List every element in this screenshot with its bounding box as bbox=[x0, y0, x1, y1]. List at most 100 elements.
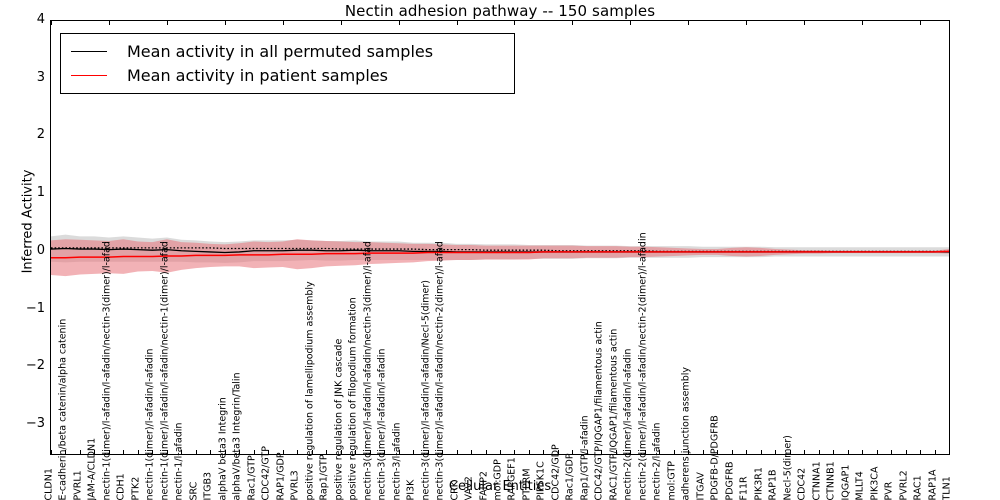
x-tick-mark bbox=[239, 450, 241, 455]
x-tick-mark bbox=[934, 450, 936, 455]
x-tick-mark bbox=[688, 450, 690, 455]
x-tick-mark bbox=[514, 450, 516, 455]
x-tick-mark bbox=[659, 450, 661, 455]
x-tick-label: E-cadherin/beta catenin/alpha catenin bbox=[57, 318, 69, 500]
legend-item: Mean activity in all permuted samples bbox=[71, 39, 502, 63]
x-tick-mark bbox=[210, 450, 212, 455]
x-tick-mark bbox=[514, 20, 516, 25]
x-tick-mark bbox=[398, 20, 400, 25]
x-tick-mark bbox=[166, 450, 168, 455]
x-tick-mark bbox=[297, 450, 299, 455]
x-tick-mark bbox=[644, 450, 646, 455]
y-axis-label: Inferred Activity bbox=[20, 169, 36, 274]
x-tick-mark bbox=[862, 450, 864, 455]
x-tick-label: CDC42/GTP/IQGAP1/filamentous actin bbox=[593, 320, 605, 500]
x-tick-mark bbox=[775, 450, 777, 455]
x-tick-label: positive regulation of filopodium format… bbox=[347, 296, 359, 500]
x-tick-mark bbox=[427, 450, 429, 455]
y-tick-label: −3 bbox=[25, 416, 45, 432]
x-tick-mark bbox=[673, 450, 675, 455]
x-tick-label: nectin-1(dimer)/l-afadin/l-afadin/nectin… bbox=[159, 240, 171, 500]
x-tick-mark bbox=[181, 450, 183, 455]
x-tick-mark bbox=[528, 450, 530, 455]
x-tick-mark bbox=[108, 450, 110, 455]
legend-line-icon bbox=[71, 74, 107, 76]
x-axis-label: Cellular Entities bbox=[448, 479, 552, 494]
x-tick-mark bbox=[79, 450, 81, 455]
legend: Mean activity in all permuted samples Me… bbox=[60, 33, 515, 94]
x-tick-mark bbox=[760, 450, 762, 455]
x-tick-mark bbox=[818, 450, 820, 455]
x-tick-mark bbox=[557, 450, 559, 455]
x-tick-label: nectin-1(dimer)/l-afadin/l-afadin bbox=[144, 348, 156, 500]
x-tick-mark bbox=[905, 450, 907, 455]
x-tick-mark bbox=[746, 450, 748, 455]
x-tick-mark bbox=[876, 450, 878, 455]
x-tick-mark bbox=[847, 450, 849, 455]
x-tick-mark bbox=[804, 450, 806, 455]
x-tick-mark bbox=[51, 20, 52, 25]
x-tick-mark bbox=[688, 20, 690, 25]
x-tick-mark bbox=[804, 20, 806, 25]
x-tick-mark bbox=[253, 450, 255, 455]
x-tick-label: nectin-2(dimer)/l-afadin/l-afadin/nectin… bbox=[637, 231, 649, 500]
x-tick-mark bbox=[949, 450, 950, 455]
x-tick-label: positive regulation of lamellipodium ass… bbox=[304, 280, 316, 500]
page-title: Nectin adhesion pathway -- 150 samples bbox=[344, 2, 656, 20]
x-tick-mark bbox=[862, 20, 864, 25]
x-tick-label: nectin-1(dimer)/l-afadin/l-afadin/nectin… bbox=[101, 240, 113, 500]
x-tick-mark bbox=[833, 450, 835, 455]
x-tick-mark bbox=[485, 450, 487, 455]
y-tick-label: 1 bbox=[36, 185, 45, 201]
x-tick-mark bbox=[326, 450, 328, 455]
y-tick-label: 2 bbox=[36, 127, 45, 143]
x-tick-label: nectin-3(dimer)/l-afadin/l-afadin/nectin… bbox=[434, 240, 446, 500]
x-tick-mark bbox=[152, 450, 154, 455]
patient-mean-line bbox=[51, 250, 949, 259]
x-tick-mark bbox=[615, 450, 617, 455]
x-tick-mark bbox=[543, 450, 545, 455]
x-tick-mark bbox=[340, 450, 342, 455]
x-tick-mark bbox=[282, 20, 284, 25]
x-tick-mark bbox=[369, 450, 371, 455]
x-tick-label: positive regulation of JNK cascade bbox=[333, 338, 345, 500]
x-tick-mark bbox=[746, 20, 748, 25]
x-tick-mark bbox=[456, 20, 458, 25]
x-tick-mark bbox=[630, 20, 632, 25]
y-tick-label: −2 bbox=[25, 358, 45, 374]
x-tick-mark bbox=[500, 450, 501, 455]
x-tick-mark bbox=[51, 450, 52, 455]
x-tick-mark bbox=[572, 20, 574, 25]
x-tick-mark bbox=[717, 450, 719, 455]
x-tick-mark bbox=[731, 450, 733, 455]
x-tick-mark bbox=[94, 450, 96, 455]
x-tick-mark bbox=[355, 450, 357, 455]
plot-svg bbox=[51, 234, 949, 277]
legend-label: Mean activity in patient samples bbox=[127, 65, 388, 85]
x-tick-mark bbox=[195, 450, 197, 455]
x-tick-mark bbox=[586, 450, 588, 455]
x-tick-label: nectin-3(dimer)/l-afadin/l-afadin/nectin… bbox=[362, 240, 374, 500]
legend-label: Mean activity in all permuted samples bbox=[127, 41, 434, 61]
y-tick-label: −1 bbox=[25, 300, 45, 316]
y-tick-label: 0 bbox=[36, 242, 45, 258]
x-tick-mark bbox=[166, 20, 168, 25]
x-tick-mark bbox=[456, 450, 458, 455]
x-tick-mark bbox=[920, 20, 922, 25]
x-tick-mark bbox=[471, 450, 473, 455]
x-tick-mark bbox=[137, 450, 139, 455]
x-tick-mark bbox=[789, 450, 791, 455]
x-tick-mark bbox=[282, 450, 284, 455]
legend-line-icon bbox=[71, 50, 107, 52]
x-tick-mark bbox=[340, 20, 342, 25]
y-tick-label: 4 bbox=[36, 12, 45, 27]
x-tick-label: nectin-2(dimer)/l-afadin/l-afadin bbox=[622, 348, 634, 500]
x-tick-mark bbox=[311, 450, 313, 455]
x-tick-mark bbox=[224, 20, 226, 25]
x-tick-mark bbox=[108, 20, 110, 25]
x-tick-mark bbox=[442, 450, 444, 455]
x-tick-mark bbox=[268, 450, 270, 455]
x-tick-label: nectin-3(dimer)/l-afadin/l-afadin/Necl-5… bbox=[420, 279, 432, 500]
x-tick-mark bbox=[123, 450, 125, 455]
